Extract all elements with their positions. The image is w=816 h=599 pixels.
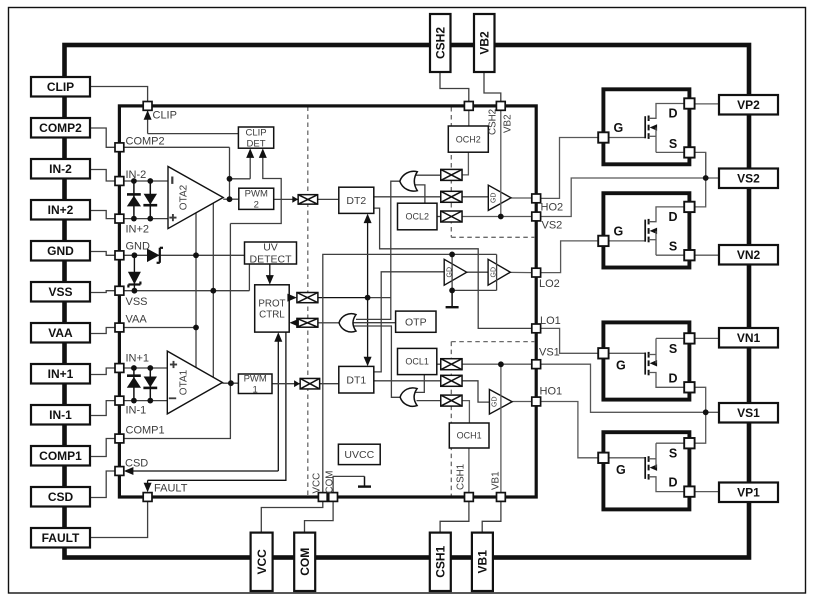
svg-text:CSH1: CSH1: [456, 464, 467, 490]
svg-text:G: G: [614, 224, 624, 238]
svg-text:CSD: CSD: [125, 458, 148, 470]
svg-text:VAA: VAA: [126, 314, 148, 326]
svg-text:VAA: VAA: [48, 326, 73, 340]
svg-text:G: G: [616, 463, 626, 477]
svg-text:IN-1: IN-1: [49, 408, 72, 422]
svg-text:GD: GD: [447, 267, 454, 278]
svg-text:VB2: VB2: [478, 31, 492, 55]
svg-text:IN-2: IN-2: [126, 169, 147, 181]
svg-text:IN+1: IN+1: [126, 353, 150, 365]
svg-text:LO1: LO1: [540, 315, 561, 327]
svg-text:D: D: [668, 371, 677, 385]
svg-text:OTP: OTP: [405, 316, 427, 328]
svg-text:FAULT: FAULT: [154, 483, 188, 495]
svg-text:PWM: PWM: [245, 189, 268, 200]
svg-text:CLIP: CLIP: [245, 128, 266, 139]
svg-text:HO1: HO1: [540, 386, 563, 398]
svg-text:VSS: VSS: [126, 296, 148, 308]
svg-text:VSS: VSS: [48, 285, 72, 299]
svg-text:VS2: VS2: [737, 172, 760, 186]
svg-text:1: 1: [253, 384, 258, 395]
svg-text:OCL2: OCL2: [405, 212, 429, 222]
svg-text:S: S: [669, 137, 677, 151]
svg-text:VCC: VCC: [255, 549, 269, 575]
svg-text:VP2: VP2: [737, 98, 760, 112]
svg-text:DETECT: DETECT: [250, 254, 293, 266]
svg-text:CSD: CSD: [48, 490, 74, 504]
svg-text:CSH2: CSH2: [488, 109, 499, 135]
svg-text:2: 2: [254, 200, 259, 211]
svg-text:CLIP: CLIP: [47, 80, 74, 94]
svg-text:G: G: [614, 121, 624, 135]
svg-text:COMP2: COMP2: [126, 136, 165, 148]
svg-text:D: D: [668, 476, 677, 490]
svg-text:IN+1: IN+1: [48, 367, 74, 381]
svg-text:VS1: VS1: [737, 406, 760, 420]
svg-text:IN+2: IN+2: [48, 203, 74, 217]
svg-text:COMP1: COMP1: [39, 449, 82, 463]
svg-text:IN-1: IN-1: [126, 405, 147, 417]
svg-text:UV: UV: [263, 242, 278, 254]
svg-text:IN-2: IN-2: [49, 162, 72, 176]
svg-text:OCH1: OCH1: [457, 431, 482, 441]
svg-text:FAULT: FAULT: [42, 531, 80, 545]
svg-text:OCH2: OCH2: [456, 134, 481, 144]
svg-text:OTA2: OTA2: [179, 184, 190, 210]
svg-text:D: D: [668, 210, 677, 224]
svg-text:CSH2: CSH2: [434, 27, 448, 59]
svg-text:PWM: PWM: [244, 374, 267, 385]
svg-text:VS2: VS2: [542, 220, 563, 232]
svg-text:VB1: VB1: [491, 471, 502, 490]
svg-text:DT1: DT1: [346, 374, 366, 386]
svg-text:GD: GD: [491, 193, 498, 204]
svg-text:S: S: [669, 240, 677, 254]
svg-text:OTA1: OTA1: [179, 369, 190, 395]
svg-text:COMP2: COMP2: [39, 121, 82, 135]
svg-text:DET: DET: [247, 138, 266, 149]
svg-text:VN2: VN2: [737, 248, 761, 262]
svg-text:CLIP: CLIP: [153, 110, 177, 122]
svg-text:D: D: [668, 107, 677, 121]
svg-text:PROT: PROT: [258, 298, 285, 309]
svg-text:VCC: VCC: [312, 473, 323, 494]
svg-text:IN+2: IN+2: [126, 224, 150, 236]
svg-text:HO2: HO2: [541, 202, 564, 214]
svg-text:DT2: DT2: [346, 195, 366, 207]
svg-text:GND: GND: [47, 244, 74, 258]
svg-text:GD: GD: [492, 396, 499, 407]
svg-text:VP1: VP1: [737, 486, 760, 500]
svg-text:CSH1: CSH1: [434, 545, 448, 577]
svg-text:COMP1: COMP1: [126, 425, 165, 437]
svg-text:S: S: [669, 447, 677, 461]
svg-text:UVCC: UVCC: [344, 449, 374, 461]
svg-text:OCL1: OCL1: [405, 357, 429, 367]
svg-text:LO2: LO2: [539, 278, 560, 290]
svg-text:G: G: [616, 358, 626, 372]
svg-text:COM: COM: [298, 548, 312, 576]
svg-text:COM: COM: [325, 471, 336, 494]
svg-text:VB2: VB2: [503, 114, 514, 133]
svg-text:VB1: VB1: [476, 550, 490, 574]
svg-text:S: S: [669, 342, 677, 356]
svg-text:VS1: VS1: [539, 347, 560, 359]
svg-text:VN1: VN1: [737, 331, 761, 345]
svg-text:CTRL: CTRL: [259, 309, 285, 320]
svg-text:GD: GD: [490, 267, 497, 278]
svg-text:GND: GND: [126, 241, 151, 253]
